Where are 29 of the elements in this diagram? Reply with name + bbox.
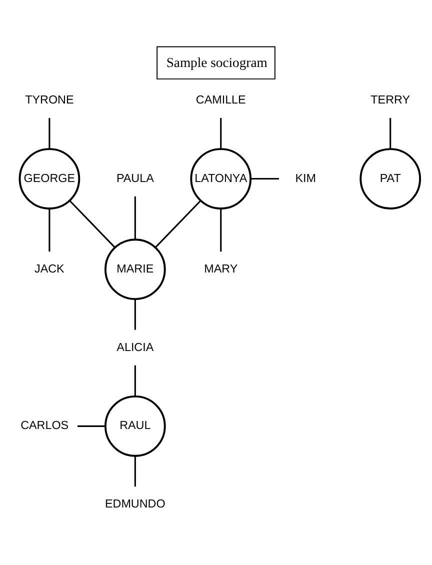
node-text: MARY	[204, 262, 238, 276]
node-text: KIM	[295, 172, 316, 185]
node-circle: GEORGE	[18, 148, 80, 210]
connector	[250, 178, 279, 180]
node-text: CARLOS	[20, 419, 69, 432]
node-circle: MARIE	[104, 238, 166, 300]
node-circle: LATONYA	[190, 148, 252, 210]
node-circle: RAUL	[104, 395, 166, 457]
diagram-title: Sample sociogram	[166, 54, 268, 70]
connector	[220, 208, 222, 252]
node-text: TERRY	[370, 93, 410, 106]
connector	[390, 118, 392, 149]
connector	[134, 365, 136, 396]
node-circle: PAT	[360, 148, 422, 210]
node-text: ALICIA	[116, 340, 154, 354]
node-text: JACK	[34, 262, 64, 276]
connector	[154, 200, 202, 248]
connector	[134, 456, 136, 487]
connector	[134, 196, 136, 240]
node-text: EDMUNDO	[105, 498, 166, 511]
connector	[134, 299, 136, 330]
node-text: CAMILLE	[196, 93, 246, 106]
connector	[69, 200, 116, 248]
connector	[48, 208, 50, 252]
node-text: TYRONE	[25, 93, 74, 106]
connector	[48, 118, 50, 149]
connector	[77, 425, 106, 427]
node-text: PAULA	[116, 172, 154, 185]
connector	[220, 118, 222, 149]
